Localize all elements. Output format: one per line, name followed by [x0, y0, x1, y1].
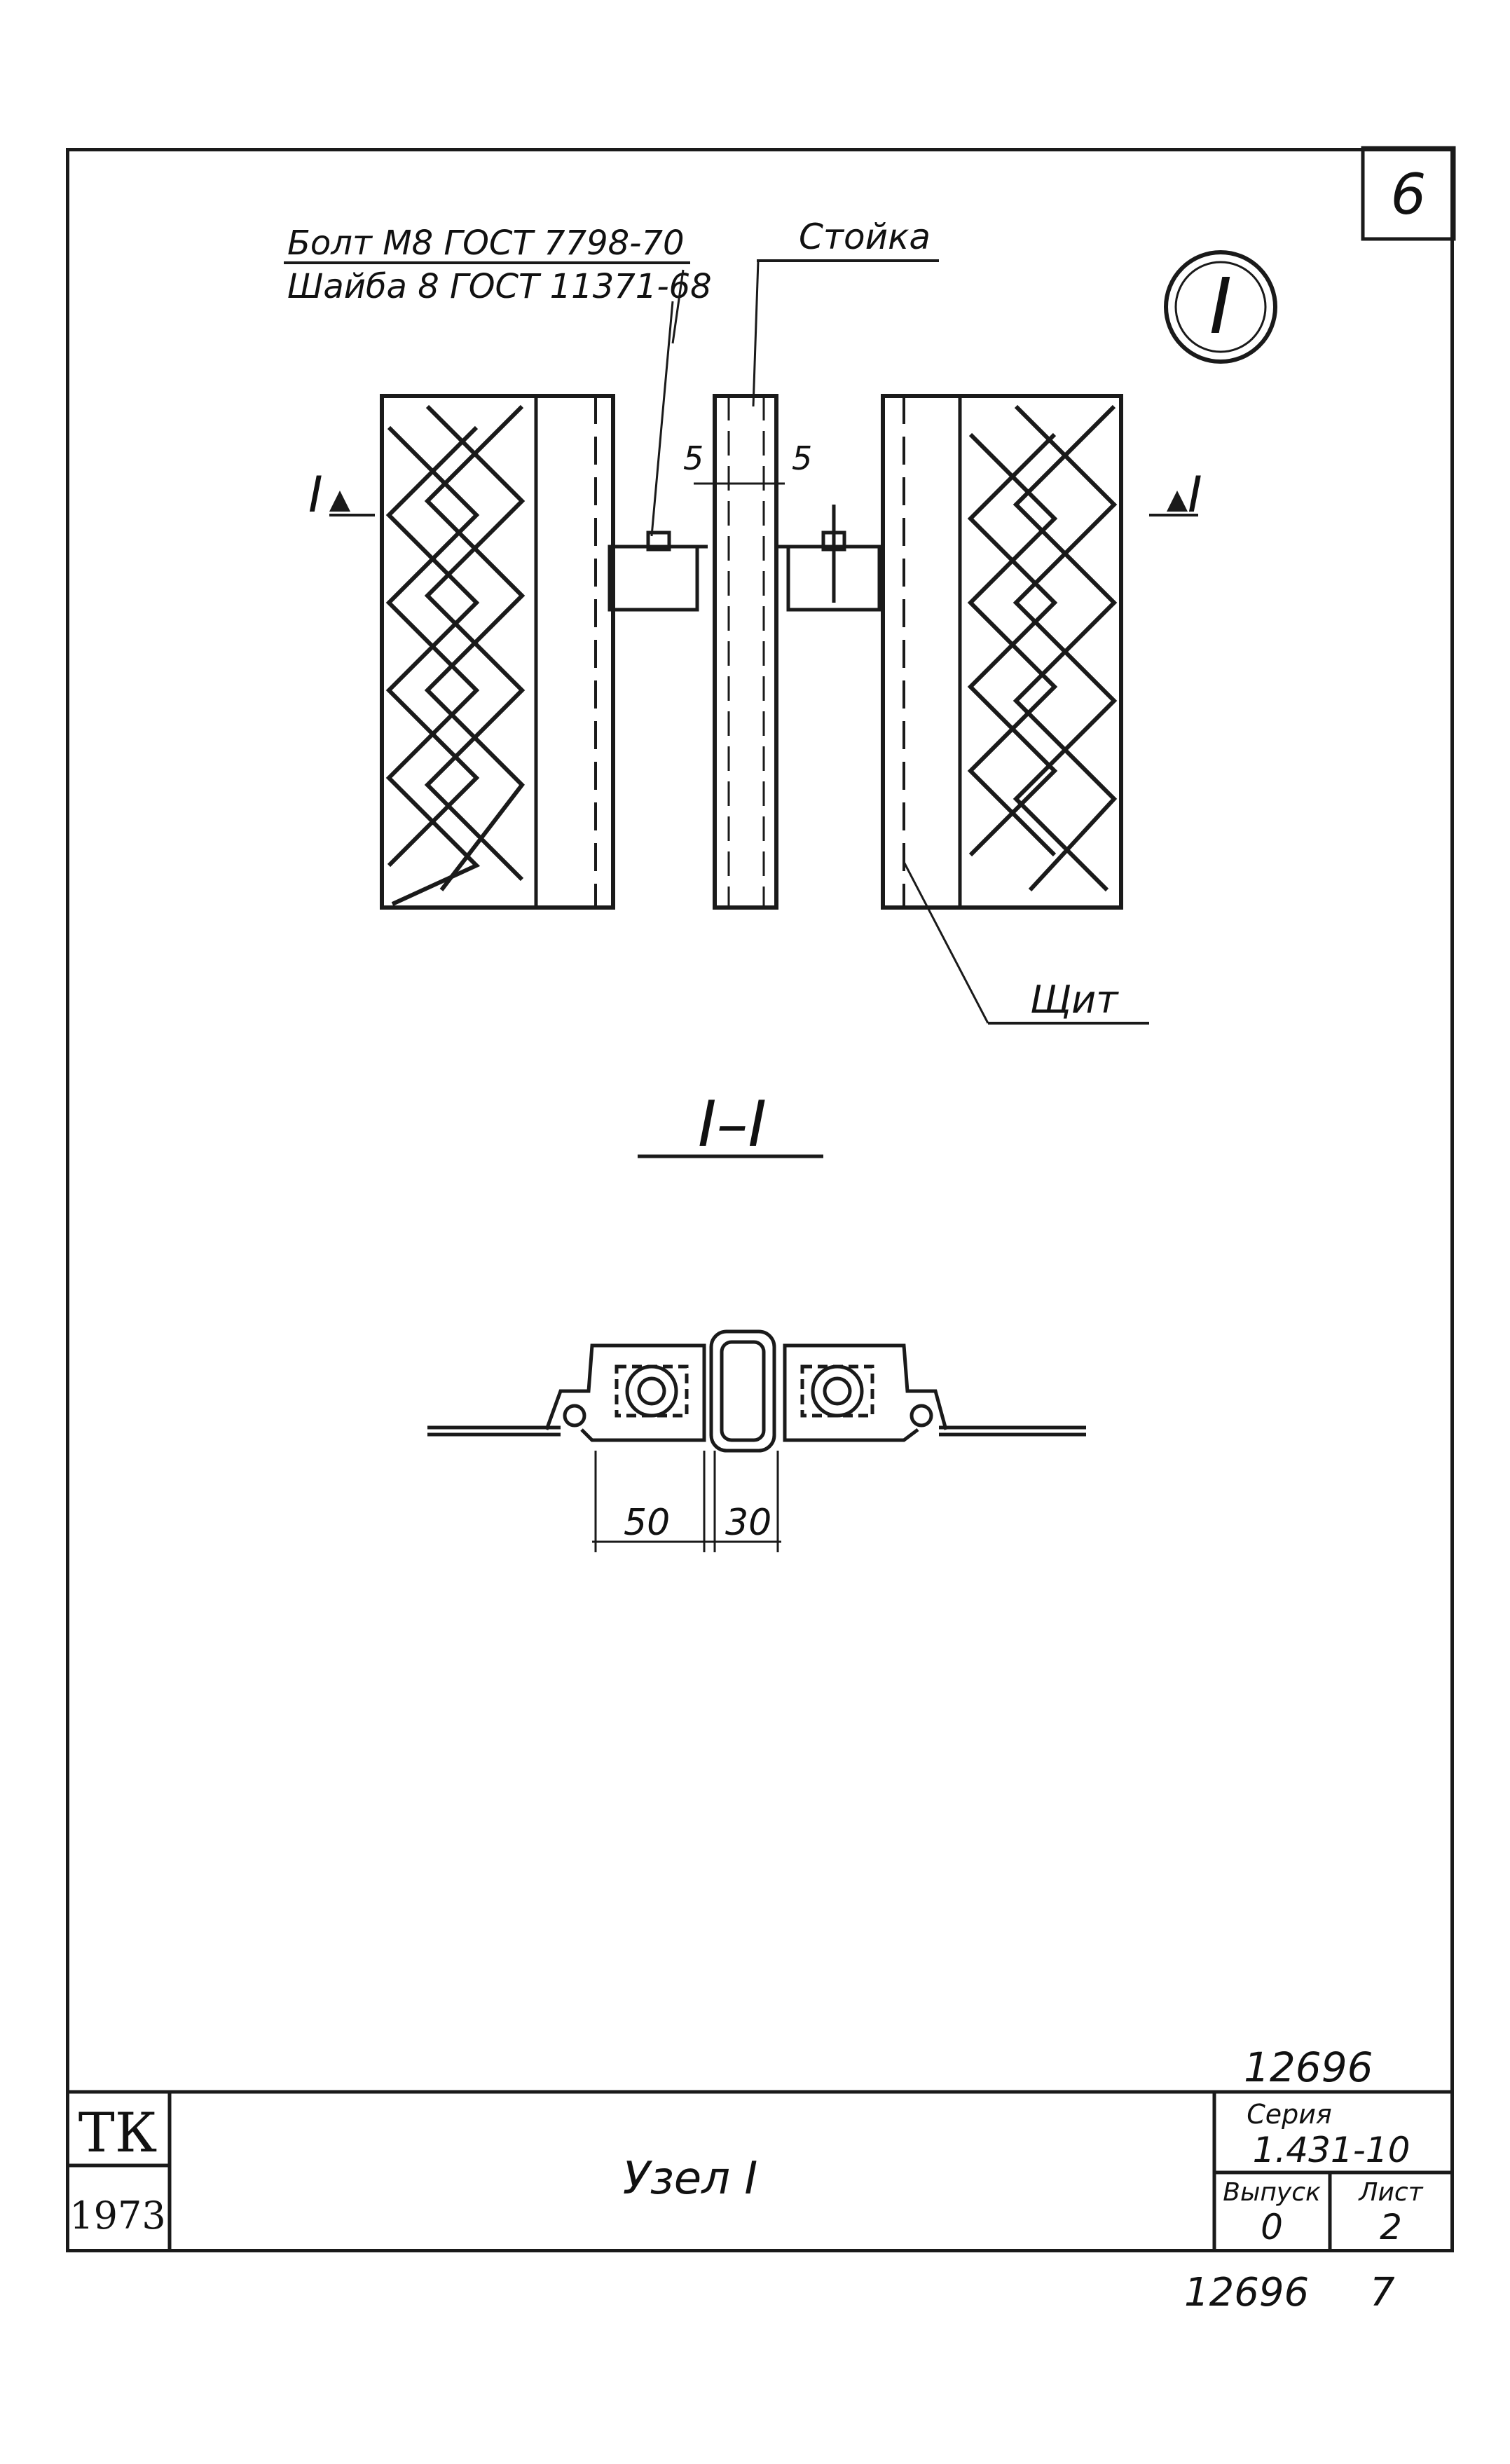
section-view	[427, 1329, 1086, 1453]
title-doc-number: 12696	[1244, 2044, 1373, 2091]
year-stamp: 1973	[69, 2193, 165, 2238]
sheet-number-box	[1361, 146, 1456, 241]
svg-text:I: I	[1188, 466, 1202, 523]
gap-left-label: 5	[683, 439, 703, 477]
title-block	[66, 2090, 1454, 2252]
right-bracket	[778, 505, 883, 612]
gap-right-label: 5	[792, 439, 812, 477]
node-marker-inner	[1174, 261, 1267, 353]
footer-doc-number: 12696	[1184, 2270, 1309, 2315]
issue-label: Выпуск	[1223, 2178, 1321, 2207]
drawing-frame	[66, 148, 1454, 2252]
panel-leader	[902, 861, 989, 1024]
section-dimensions	[592, 1451, 781, 1552]
section-marker-left: I	[308, 466, 375, 523]
bolt-label: Болт М8 ГОСТ 7798-70	[287, 224, 685, 263]
issue-value: 0	[1261, 2207, 1283, 2247]
central-post	[713, 394, 778, 910]
post-label: Стойка	[799, 217, 931, 257]
bolt-leader	[650, 301, 674, 537]
left-panel	[380, 394, 615, 910]
section-title: I–I	[698, 1088, 767, 1161]
right-panel	[881, 394, 1123, 910]
sheet-label: Лист	[1357, 2178, 1423, 2207]
post-leader	[752, 260, 760, 407]
node-marker-label: I	[1209, 261, 1232, 351]
section-marker-right: I	[1149, 466, 1202, 523]
dim-50-label: 50	[624, 1502, 670, 1544]
panel-label: Щит	[1030, 978, 1119, 1022]
washer-label: Шайба 8 ГОСТ 11371-68	[287, 267, 712, 306]
sheet-value: 2	[1380, 2207, 1402, 2247]
drawing-title: Узел I	[623, 2153, 758, 2205]
svg-text:I: I	[308, 466, 323, 523]
left-bracket	[608, 531, 708, 612]
footer-page: 7	[1370, 2270, 1395, 2315]
sheet-number: 6	[1391, 162, 1427, 227]
org-stamp: ТК	[78, 2102, 157, 2165]
series-value: 1.431-10	[1253, 2130, 1411, 2170]
series-label: Серия	[1247, 2099, 1332, 2130]
node-marker-circle	[1164, 250, 1277, 364]
dim-30-label: 30	[725, 1502, 771, 1544]
